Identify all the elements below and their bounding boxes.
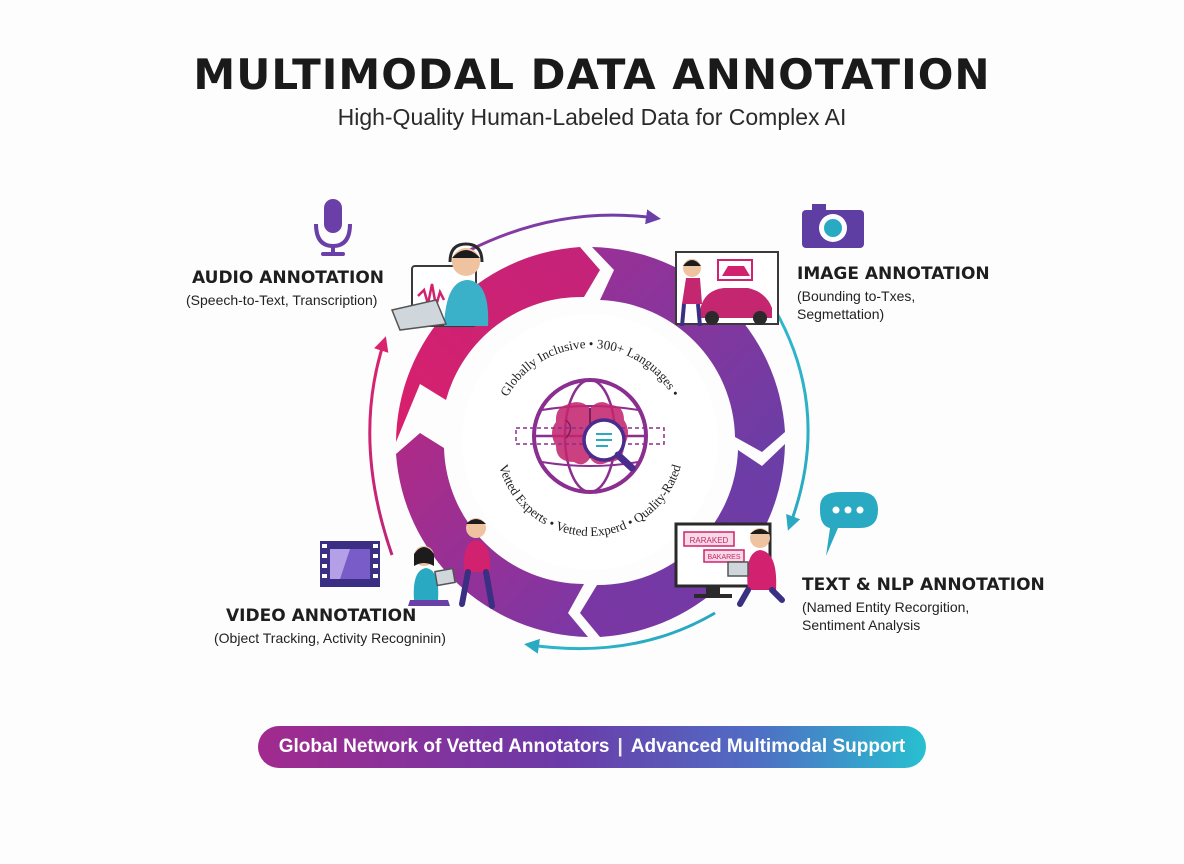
text-annotator-illustration: RARAKED BAKARES — [674, 522, 785, 607]
audio-annotation-desc: (Speech-to-Text, Transcription) — [186, 292, 378, 308]
flow-arrow-bottom — [524, 611, 716, 654]
camera-icon — [802, 204, 864, 248]
image-annotation-label: IMAGE ANNOTATION (Bounding to-Txes, Segm… — [797, 264, 990, 323]
screen-tag-2: BAKARES — [707, 554, 740, 561]
text-nlp-annotation-title: TEXT & NLP ANNOTATION — [802, 575, 1045, 595]
footer-banner-separator: | — [617, 736, 623, 757]
image-annotation-title: IMAGE ANNOTATION — [797, 264, 990, 284]
page-subtitle: High-Quality Human-Labeled Data for Comp… — [337, 104, 847, 130]
video-annotation-label: VIDEO ANNOTATION (Object Tracking, Activ… — [214, 606, 446, 647]
video-annotation-title: VIDEO ANNOTATION — [226, 606, 417, 626]
audio-annotation-title: AUDIO ANNOTATION — [192, 268, 385, 288]
footer-banner-right: Advanced Multimodal Support — [630, 736, 906, 757]
chat-bubble-icon — [820, 492, 878, 556]
brain-globe-magnifier-icon — [515, 378, 665, 494]
text-nlp-annotation-desc-line2: Sentiment Analysis — [802, 617, 921, 633]
microphone-icon — [314, 199, 352, 256]
screen-tag-1: RARAKED — [690, 536, 729, 545]
image-annotation-desc-line2: Segmettation) — [797, 306, 885, 322]
audio-annotation-label: AUDIO ANNOTATION (Speech-to-Text, Transc… — [186, 268, 385, 309]
ring-segments — [396, 247, 785, 637]
flow-arrow-right — [766, 297, 810, 531]
text-nlp-annotation-desc-line1: (Named Entity Recorgition, — [802, 599, 970, 615]
ring-segment-image[interactable] — [592, 247, 785, 452]
footer-banner-left: Global Network of Vetted Annotators — [278, 736, 610, 757]
image-annotator-illustration — [675, 251, 779, 327]
ring-segment-audio[interactable] — [396, 247, 600, 442]
video-annotation-desc: (Object Tracking, Activity Recogninin) — [214, 630, 446, 646]
flow-arrow-top — [469, 209, 661, 252]
ring-segment-video[interactable] — [396, 433, 588, 637]
text-nlp-annotation-label: TEXT & NLP ANNOTATION (Named Entity Reco… — [802, 575, 1045, 634]
image-annotation-desc-line1: (Bounding to-Txes, — [797, 288, 916, 304]
hub: Globally Inclusive • 300+ Languages • Ve… — [462, 314, 718, 570]
ring-segment-text[interactable] — [580, 444, 785, 637]
flow-arrow-left — [368, 336, 394, 556]
film-strip-icon — [320, 541, 380, 587]
footer-banner: Global Network of Vetted Annotators | Ad… — [258, 726, 926, 768]
video-annotators-illustration — [408, 518, 495, 609]
page-title: MULTIMODAL DATA ANNOTATION — [193, 50, 991, 99]
audio-annotator-illustration — [390, 242, 489, 331]
